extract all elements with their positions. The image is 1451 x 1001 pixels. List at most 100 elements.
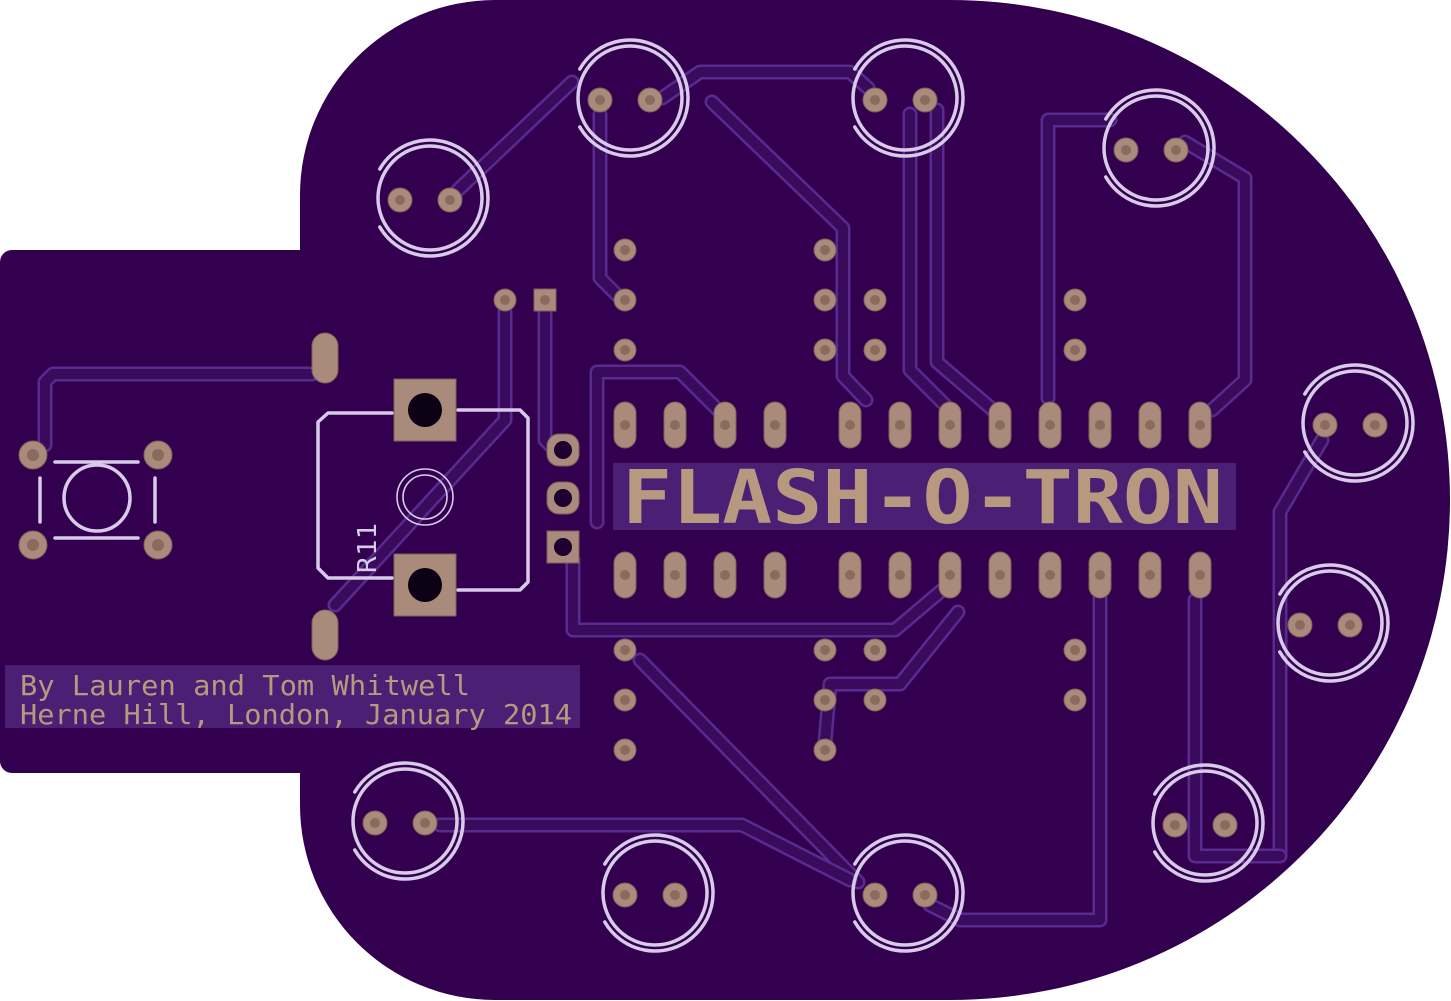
copper-trace <box>327 304 513 613</box>
potentiometer-outline-right <box>456 408 530 592</box>
drill-hole <box>920 890 930 900</box>
credits-background <box>5 665 580 728</box>
drill-hole <box>500 295 510 305</box>
drill-hole <box>1145 570 1155 580</box>
copper-trace <box>929 102 1001 418</box>
drill-hole <box>895 570 905 580</box>
copper-trace <box>432 817 858 888</box>
drill-hole <box>152 539 164 551</box>
drill-hole <box>1045 570 1055 580</box>
drill-hole <box>595 95 605 105</box>
credits-line-authors: By Lauren and Tom Whitwell <box>20 669 470 702</box>
drill-hole <box>1171 145 1181 155</box>
led-flange-outline <box>1104 88 1216 208</box>
drill-hole <box>670 890 680 900</box>
copper-trace-core <box>1180 137 1250 415</box>
drill-hole <box>720 420 730 430</box>
drill-hole <box>1145 420 1155 430</box>
drill-hole <box>620 420 630 430</box>
drill-hole <box>820 745 830 755</box>
drill-hole <box>895 420 905 430</box>
copper-trace-core <box>330 307 510 610</box>
drill-hole <box>554 538 572 556</box>
led-footprint <box>1276 563 1390 683</box>
board-title: FLASH-O-TRON <box>622 455 1223 541</box>
drill-hole <box>554 441 572 459</box>
led-flange-outline <box>1278 563 1390 683</box>
copper-trace-core <box>635 655 863 887</box>
led-body-outline <box>1151 769 1259 877</box>
led-footprint <box>851 38 965 158</box>
drill-hole <box>1195 570 1205 580</box>
drill-hole <box>1095 570 1105 580</box>
led-body-outline <box>851 44 959 152</box>
drill-hole <box>1095 420 1105 430</box>
led-body-outline <box>1102 94 1210 202</box>
drill-hole <box>554 489 572 507</box>
drill-hole <box>620 645 630 655</box>
drill-hole <box>820 645 830 655</box>
copper-trace <box>1040 112 1118 406</box>
drill-hole <box>820 295 830 305</box>
drill-hole <box>870 295 880 305</box>
led-body-outline <box>576 44 684 152</box>
drill-hole <box>870 645 880 655</box>
drill-hole <box>870 345 880 355</box>
led-footprint <box>1102 88 1216 208</box>
drill-hole <box>1345 620 1355 630</box>
drill-hole <box>945 570 955 580</box>
led-flange-outline <box>378 138 490 258</box>
credits-block: By Lauren and Tom Whitwell Herne Hill, L… <box>5 665 580 731</box>
trace-layer <box>37 64 1330 928</box>
led-flange-outline <box>578 38 690 158</box>
silkscreen-layer: R11 <box>38 408 530 592</box>
copper-trace-core <box>820 607 963 747</box>
copper-trace-core <box>925 591 1105 925</box>
copper-trace-core <box>568 555 953 635</box>
drill-hole <box>540 295 550 305</box>
drill-hole <box>870 890 880 900</box>
drill-hole <box>820 345 830 355</box>
drill-hole <box>152 449 164 461</box>
led-flange-outline <box>1153 763 1265 883</box>
title-label: FLASH-O-TRON <box>613 455 1236 541</box>
drill-hole <box>27 539 39 551</box>
drill-hole <box>408 393 442 427</box>
drill-hole <box>820 695 830 705</box>
led-footprint <box>576 38 690 158</box>
led-flange-outline <box>1303 363 1415 483</box>
drill-hole <box>620 245 630 255</box>
led-footprint <box>851 833 965 953</box>
drill-hole <box>370 818 380 828</box>
potentiometer-shaft-inner <box>402 474 448 520</box>
led-flange-outline <box>353 761 465 881</box>
copper-trace-core <box>435 820 855 885</box>
copper-trace <box>922 588 1108 928</box>
pushbutton-outline <box>38 460 157 540</box>
drill-hole <box>1045 420 1055 430</box>
drill-hole <box>620 745 630 755</box>
copper-trace-core <box>707 97 871 405</box>
title-label-background <box>613 463 1236 530</box>
drill-hole <box>645 95 655 105</box>
copper-trace-core <box>595 109 623 301</box>
pushbutton-actuator-outline <box>62 463 132 533</box>
drill-hole <box>1070 345 1080 355</box>
led-body-outline <box>351 767 459 875</box>
copper-trace <box>632 652 866 890</box>
potentiometer-outline: R11 <box>316 408 530 592</box>
resistor-designator: R11 <box>353 522 383 573</box>
led-body-outline <box>1276 569 1384 677</box>
drill-hole <box>670 420 680 430</box>
copper-trace <box>817 604 966 750</box>
mounting-slot-pad <box>311 609 339 661</box>
drill-hole <box>420 818 430 828</box>
copper-trace-core <box>40 369 317 450</box>
potentiometer-pads <box>311 332 457 661</box>
copper-trace-core <box>1043 115 1115 403</box>
copper-trace-core <box>932 105 998 415</box>
drill-hole <box>770 420 780 430</box>
copper-trace <box>537 304 561 456</box>
led-footprint <box>1151 763 1265 883</box>
